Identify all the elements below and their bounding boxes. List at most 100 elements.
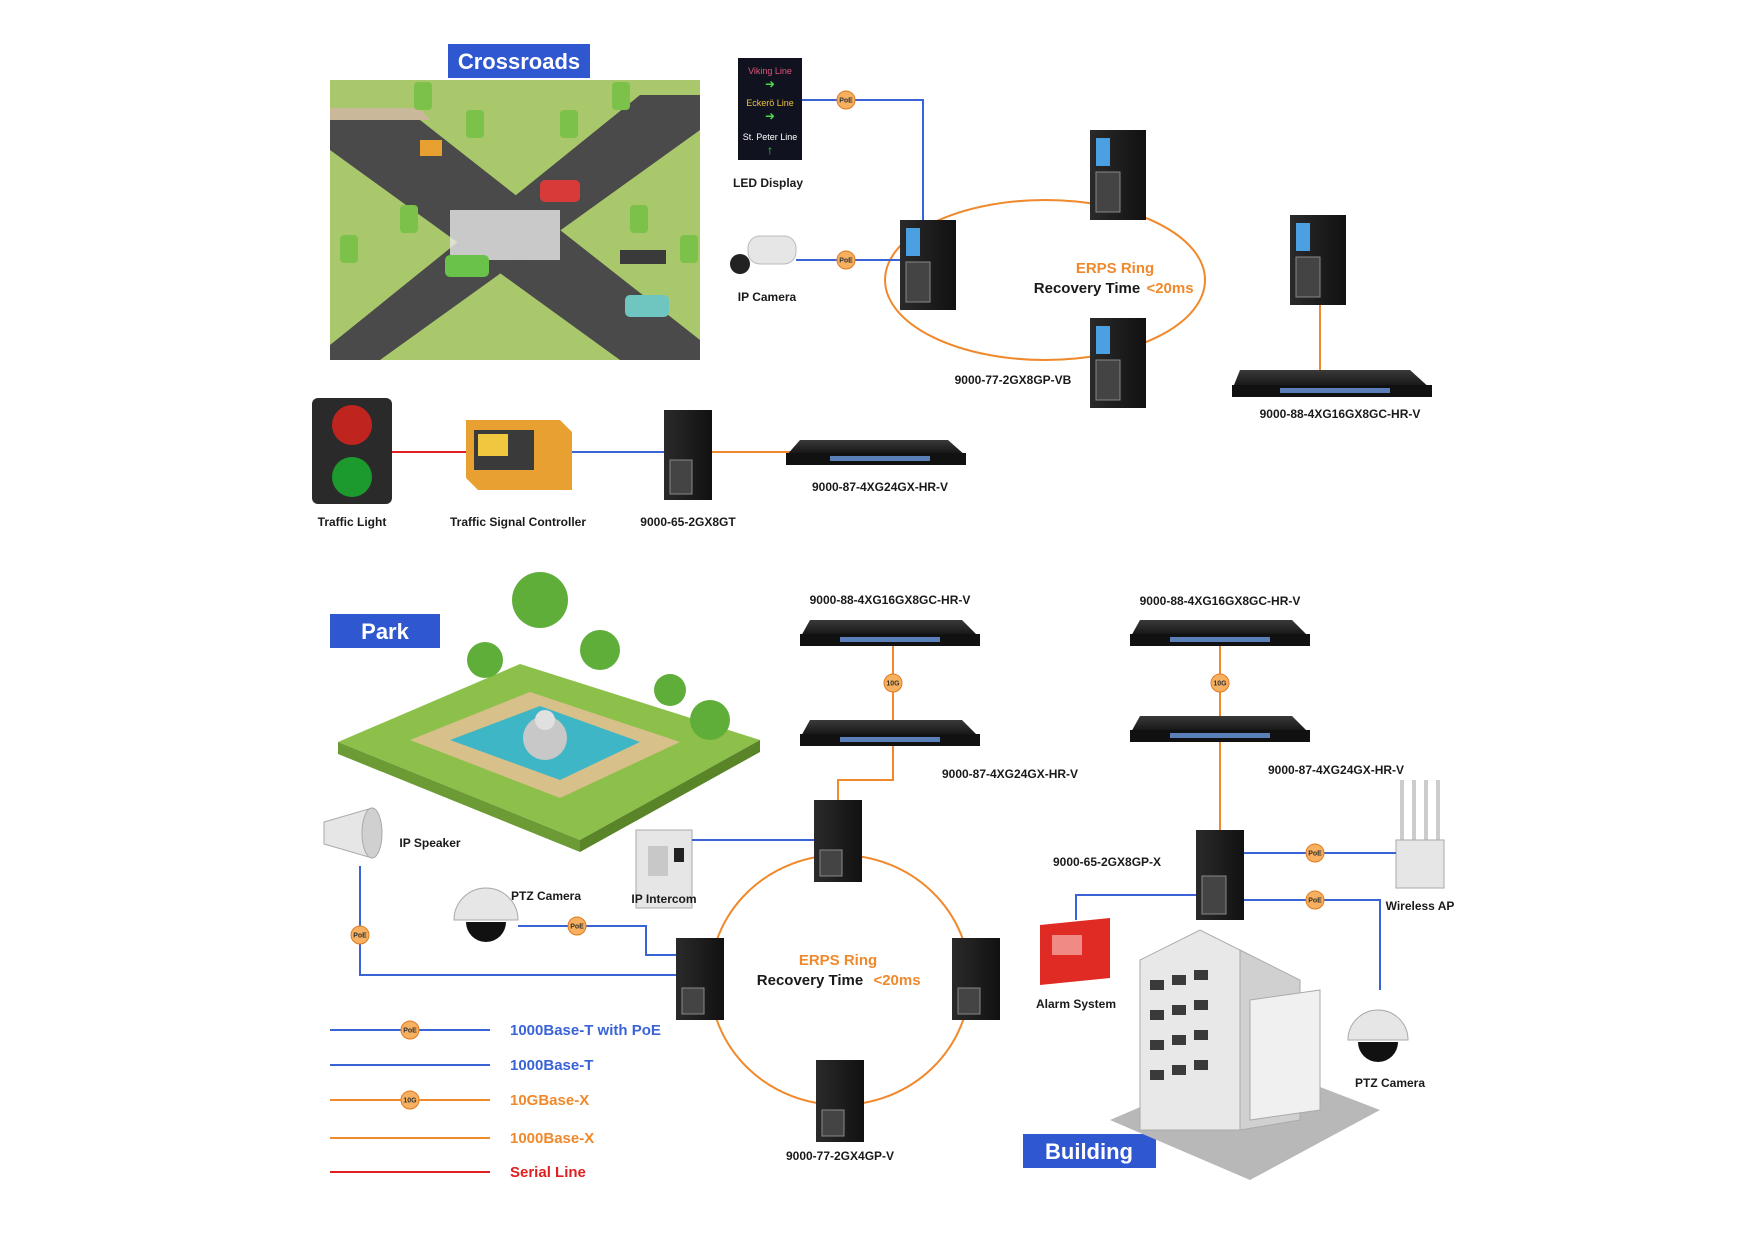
- switch-vb-label: 9000-77-2GX8GP-VB: [955, 373, 1072, 387]
- ptz-camera-icon: [1347, 1009, 1409, 1062]
- alarm-system-label: Alarm System: [1036, 997, 1116, 1011]
- svg-text:↑: ↑: [767, 143, 773, 157]
- svg-text:10G: 10G: [1213, 681, 1227, 688]
- ip-intercom-icon: [635, 829, 693, 909]
- building-scene: [1110, 929, 1380, 1180]
- svg-text:Eckerö Line: Eckerö Line: [746, 98, 794, 108]
- din-switch-icon: [1090, 130, 1146, 220]
- section-title-crossroads: Crossroads: [448, 44, 590, 78]
- ring-time: <20ms: [873, 972, 920, 989]
- legend-item: 1000Base-T: [330, 1057, 593, 1074]
- park-scene: [338, 572, 760, 852]
- svg-text:Building: Building: [1045, 1139, 1133, 1164]
- svg-text:1000Base-X: 1000Base-X: [510, 1130, 594, 1147]
- rack-switch-icon: [800, 620, 980, 646]
- switch-core-label: 9000-88-4XG16GX8GC-HR-V: [1260, 407, 1421, 421]
- ring-time: <20ms: [1146, 280, 1193, 297]
- building-core-bottom-label: 9000-87-4XG24GX-HR-V: [1268, 763, 1404, 777]
- park-ptz-camera-label: PTZ Camera: [511, 889, 581, 903]
- ip-speaker-icon: [323, 807, 383, 859]
- car-icon: [625, 295, 669, 317]
- crossroads-scene: [330, 80, 700, 360]
- poe-badge: PoE: [350, 925, 370, 945]
- din-switch-icon: [1290, 215, 1346, 305]
- wireless-ap-label: Wireless AP: [1386, 899, 1455, 913]
- rack-switch-icon: [786, 440, 966, 465]
- svg-text:1000Base-T: 1000Base-T: [510, 1057, 593, 1074]
- switch-4gp-label: 9000-77-2GX4GP-V: [786, 1149, 894, 1163]
- signal-controller-icon: [466, 420, 572, 490]
- tengig-badge: 10G: [883, 673, 903, 693]
- traffic-light-icon: [312, 398, 392, 504]
- svg-text:➜: ➜: [765, 109, 775, 123]
- ip-intercom-label: IP Intercom: [631, 892, 696, 906]
- legend: PoE 1000Base-T with PoE 1000Base-T 10G 1…: [330, 1020, 661, 1181]
- din-switch-icon: [1090, 318, 1146, 408]
- svg-text:10G: 10G: [886, 681, 900, 688]
- din-switch-icon: [952, 938, 1000, 1020]
- legend-item: PoE 1000Base-T with PoE: [330, 1020, 661, 1040]
- svg-text:St. Peter Line: St. Peter Line: [743, 132, 798, 142]
- svg-text:PoE: PoE: [839, 98, 853, 105]
- erps-ring-crossroads: [884, 199, 1206, 361]
- park-core-top-label: 9000-88-4XG16GX8GC-HR-V: [810, 593, 971, 607]
- rack-switch-icon: [1130, 620, 1310, 646]
- poe-badge: PoE: [1305, 890, 1325, 910]
- switch-8gpx-label: 9000-65-2GX8GP-X: [1053, 855, 1161, 869]
- svg-text:10G: 10G: [403, 1098, 417, 1105]
- switch-8gt-label: 9000-65-2GX8GT: [640, 515, 736, 529]
- svg-text:1000Base-T with PoE: 1000Base-T with PoE: [510, 1022, 661, 1039]
- signal-controller-label: Traffic Signal Controller: [450, 515, 586, 529]
- svg-text:PoE: PoE: [1308, 898, 1322, 905]
- svg-text:Serial Line: Serial Line: [510, 1164, 586, 1181]
- din-switch-icon: [664, 410, 712, 500]
- car-icon: [540, 180, 580, 202]
- building-ptz-camera-label: PTZ Camera: [1355, 1076, 1425, 1090]
- tengig-badge: 10G: [1210, 673, 1230, 693]
- legend-item: Serial Line: [330, 1164, 586, 1181]
- ip-camera-icon: [730, 235, 797, 274]
- poe-badge: PoE: [836, 250, 856, 270]
- din-switch-icon: [676, 938, 724, 1020]
- park-core-bottom-label: 9000-87-4XG24GX-HR-V: [942, 767, 1078, 781]
- svg-text:Crossroads: Crossroads: [458, 49, 580, 74]
- led-display-icon: Viking Line ➜ Eckerö Line ➜ St. Peter Li…: [738, 58, 802, 160]
- svg-text:PoE: PoE: [570, 924, 584, 931]
- alarm-system-icon: [1040, 918, 1110, 985]
- ring-title: ERPS Ring: [1076, 260, 1154, 277]
- legend-item: 1000Base-X: [330, 1130, 594, 1147]
- din-switch-icon: [816, 1060, 864, 1142]
- svg-text:10GBase-X: 10GBase-X: [510, 1092, 589, 1109]
- switch-24gx-label: 9000-87-4XG24GX-HR-V: [812, 480, 948, 494]
- din-switch-icon: [900, 220, 956, 310]
- poe-badge: PoE: [1305, 843, 1325, 863]
- ip-camera-label: IP Camera: [738, 290, 797, 304]
- rack-switch-icon: [1130, 716, 1310, 742]
- rack-switch-icon: [800, 720, 980, 746]
- svg-text:Viking Line: Viking Line: [748, 66, 792, 76]
- ring-title: ERPS Ring: [799, 952, 877, 969]
- svg-text:➜: ➜: [765, 77, 775, 91]
- din-switch-icon: [814, 800, 862, 882]
- svg-text:PoE: PoE: [839, 258, 853, 265]
- din-switch-icon: [1196, 830, 1244, 920]
- section-title-park: Park: [330, 614, 440, 648]
- svg-text:PoE: PoE: [353, 933, 367, 940]
- ring-subtitle: Recovery Time: [1034, 280, 1140, 297]
- traffic-light-label: Traffic Light: [318, 515, 387, 529]
- led-display-label: LED Display: [733, 176, 803, 190]
- svg-text:PoE: PoE: [403, 1028, 417, 1035]
- legend-item: 10G 10GBase-X: [330, 1090, 589, 1110]
- ring-subtitle: Recovery Time: [757, 972, 863, 989]
- wireless-ap-icon: [1395, 780, 1445, 889]
- svg-text:PoE: PoE: [1308, 851, 1322, 858]
- car-icon: [445, 255, 489, 277]
- poe-badge: PoE: [567, 916, 587, 936]
- poe-badge: PoE: [836, 90, 856, 110]
- ip-speaker-label: IP Speaker: [399, 836, 460, 850]
- ptz-camera-icon: [453, 887, 519, 942]
- section-title-building: Building: [1023, 1134, 1156, 1168]
- svg-text:Park: Park: [361, 619, 409, 644]
- rack-switch-icon: [1232, 370, 1432, 397]
